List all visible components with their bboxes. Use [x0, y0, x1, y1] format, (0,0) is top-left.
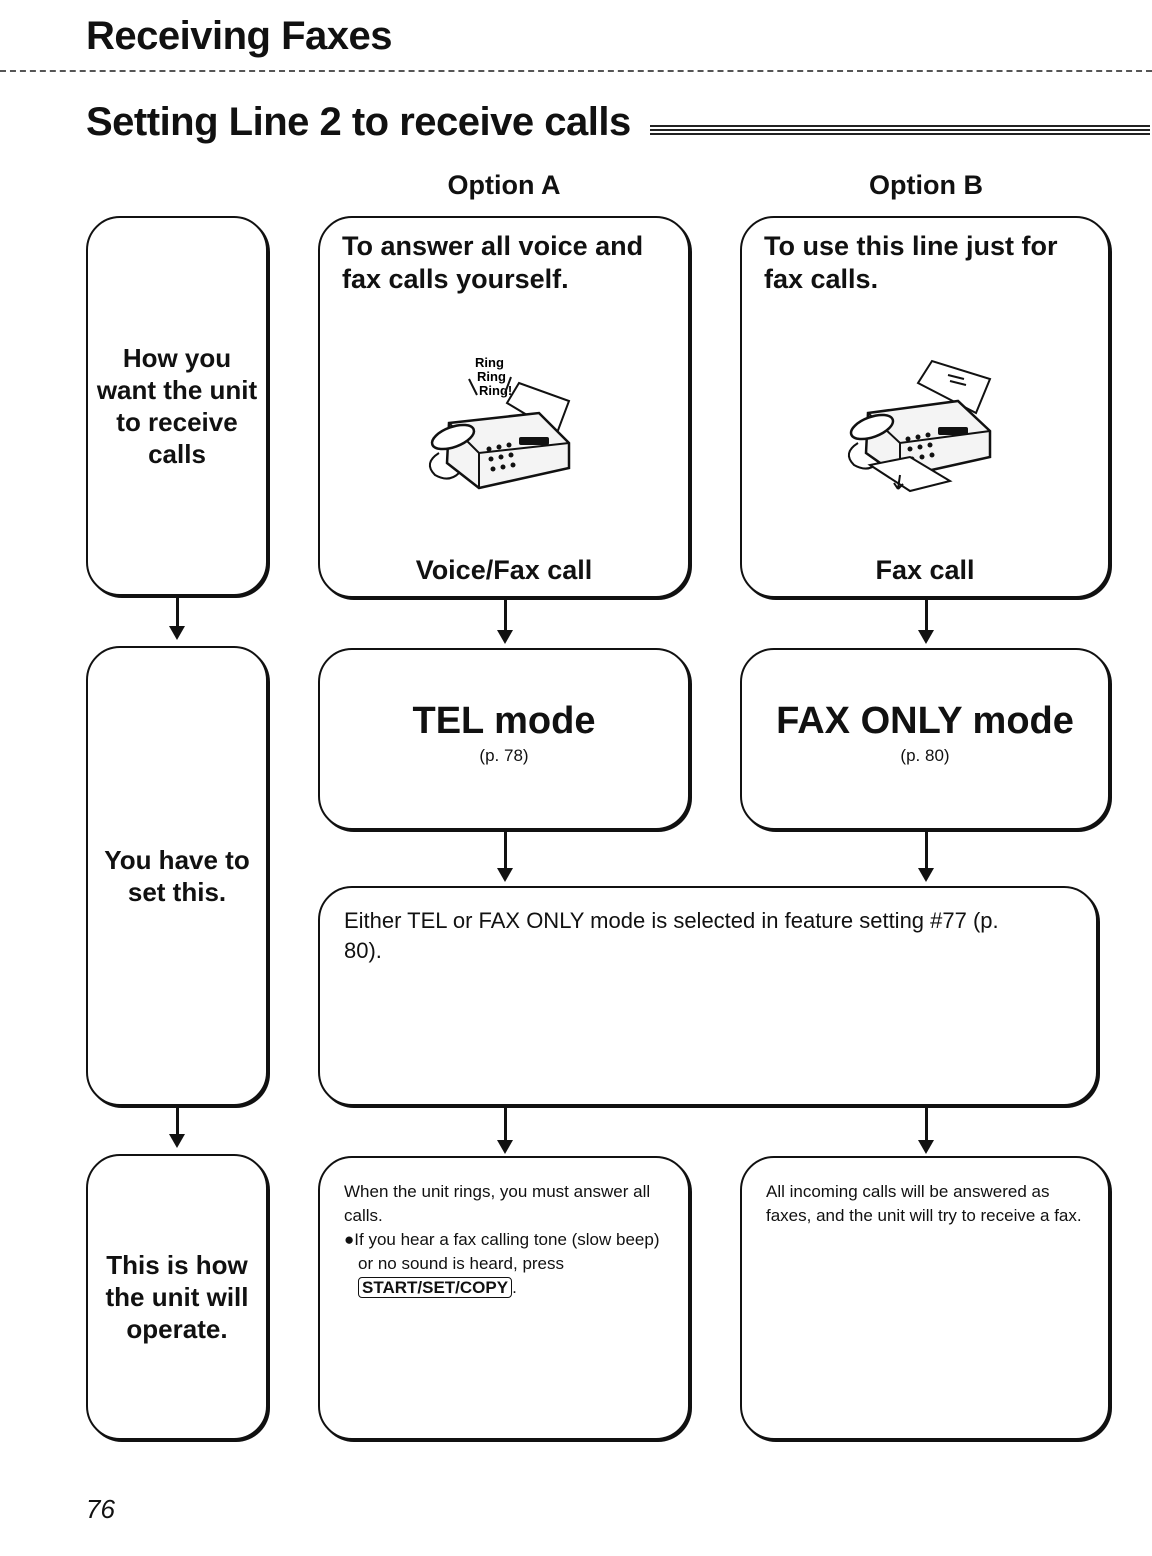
option-b-operation-box: All incoming calls will be answered as f… [740, 1156, 1110, 1440]
ring-text-2: Ring [477, 369, 506, 384]
tel-mode-box: TEL mode (p. 78) [318, 648, 690, 830]
option-a-operation-bullet: ●If you hear a fax calling tone (slow be… [344, 1228, 670, 1300]
section-title: Receiving Faxes [86, 14, 393, 58]
down-arrow-icon [918, 1106, 934, 1154]
row-label-how: How you want the unit to receive calls [86, 216, 268, 596]
option-b-heading: Option B [869, 170, 983, 200]
tel-mode-title: TEL mode [412, 700, 596, 742]
start-set-copy-key: START/SET/COPY [358, 1277, 513, 1298]
down-arrow-icon [169, 1106, 185, 1148]
row-label-set: You have to set this. [86, 646, 268, 1106]
down-arrow-icon [497, 1106, 513, 1154]
setting-note: Either TEL or FAX ONLY mode is selected … [344, 908, 999, 963]
tel-mode-page-ref: (p. 78) [479, 746, 529, 765]
fax-only-mode-box: FAX ONLY mode (p. 80) [740, 648, 1110, 830]
option-a-operation-line: When the unit rings, you must answer all… [344, 1182, 651, 1225]
down-arrow-icon [918, 830, 934, 882]
ring-text-1: Ring [475, 355, 504, 370]
option-a-bullet-end: . [512, 1278, 517, 1297]
fax-machine-ringing-icon: Ring Ring Ring! [428, 355, 571, 490]
fax-only-mode-title: FAX ONLY mode [776, 700, 1074, 742]
page-heading: Setting Line 2 to receive calls [86, 100, 631, 144]
option-b-call-type: Fax call [875, 555, 975, 585]
option-a-purpose-box: To answer all voice and fax calls yourse… [318, 216, 690, 598]
fax-only-mode-page-ref: (p. 80) [900, 746, 950, 765]
option-b-purpose: To use this line just for fax calls. [764, 231, 1058, 294]
down-arrow-icon [497, 598, 513, 644]
option-a-bullet-text: ●If you hear a fax calling tone (slow be… [344, 1230, 660, 1273]
option-a-purpose: To answer all voice and fax calls yourse… [342, 231, 644, 294]
row-label-operate-text: This is how the unit will operate. [105, 1250, 249, 1344]
option-a-operation-box: When the unit rings, you must answer all… [318, 1156, 690, 1440]
option-a-call-type: Voice/Fax call [415, 555, 593, 585]
option-a-heading: Option A [447, 170, 561, 200]
setting-note-box: Either TEL or FAX ONLY mode is selected … [318, 886, 1098, 1106]
option-b-operation: All incoming calls will be answered as f… [766, 1182, 1082, 1225]
row-label-how-text: How you want the unit to receive calls [96, 343, 258, 469]
down-arrow-icon [169, 598, 185, 640]
option-a-operation: When the unit rings, you must answer all… [344, 1180, 670, 1300]
row-label-set-text: You have to set this. [104, 845, 250, 907]
page-number: 76 [86, 1494, 115, 1524]
ring-text-3: Ring! [479, 383, 512, 398]
down-arrow-icon [497, 830, 513, 882]
option-b-purpose-box: To use this line just for fax calls. Fax… [740, 216, 1110, 598]
fax-machine-icon [847, 359, 992, 493]
heading-rules [650, 125, 1150, 137]
row-label-operate: This is how the unit will operate. [86, 1154, 268, 1440]
header-divider [0, 70, 1152, 72]
down-arrow-icon [918, 598, 934, 644]
